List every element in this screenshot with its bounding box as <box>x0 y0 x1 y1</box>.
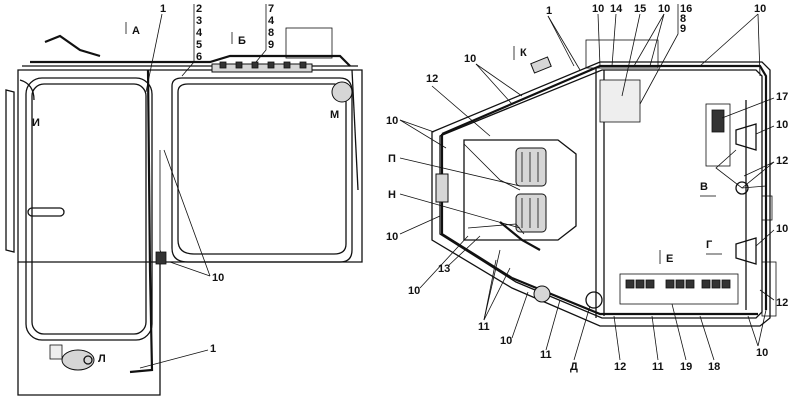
label-view-m: М <box>330 109 339 121</box>
callout-12-right: 12 <box>776 297 788 309</box>
label-view-e: Е <box>666 253 673 265</box>
callout-3-stack: 3 <box>196 15 202 27</box>
callout-10-f: 10 <box>776 119 788 131</box>
label-view-g: Г <box>706 239 713 251</box>
callout-10-g: 10 <box>386 231 398 243</box>
callout-1-top-left: 1 <box>160 3 166 15</box>
callout-10-h: 10 <box>776 223 788 235</box>
callout-10-j: 10 <box>500 335 512 347</box>
label-view-l: Л <box>98 353 106 365</box>
label-view-d: Д <box>570 361 578 373</box>
callout-13: 13 <box>438 263 450 275</box>
callout-10-a: 10 <box>592 3 604 15</box>
callout-6-stack: 6 <box>196 51 202 63</box>
callout-5-stack: 5 <box>196 39 202 51</box>
callout-10-c: 10 <box>754 3 766 15</box>
callout-10-d: 10 <box>464 53 476 65</box>
callout-18: 18 <box>708 361 720 373</box>
callout-11-a: 11 <box>478 321 490 333</box>
callout-10-b: 10 <box>658 3 670 15</box>
label-view-n: Н <box>388 189 396 201</box>
label-view-p: П <box>388 153 396 165</box>
left-cab-view <box>5 27 363 396</box>
callout-12-bottom: 12 <box>614 361 626 373</box>
label-view-k: К <box>520 47 527 59</box>
right-cab-view <box>431 39 777 327</box>
callout-14: 14 <box>610 3 623 15</box>
label-view-i: И <box>32 117 40 129</box>
label-view-b: Б <box>238 35 246 47</box>
callout-11-b: 11 <box>540 349 552 361</box>
callout-7-stack: 7 <box>268 3 274 15</box>
callout-10-e: 10 <box>386 115 398 127</box>
label-view-a: А <box>132 25 140 37</box>
callout-17: 17 <box>776 91 788 103</box>
label-view-v: В <box>700 181 708 193</box>
callout-12-top: 12 <box>426 73 438 85</box>
right-view-labels: К П Н В Г Е Д 1 10 14 15 10 16 8 9 10 12 <box>386 3 788 373</box>
callout-8-stack: 8 <box>268 27 274 39</box>
callout-15: 15 <box>634 3 646 15</box>
callout-1-right: 1 <box>546 5 552 17</box>
callout-9-right: 9 <box>680 23 686 35</box>
callout-10-k: 10 <box>756 347 768 359</box>
left-view-labels: А Б И М Л 1 2 3 4 5 6 7 4 8 9 10 1 <box>32 3 339 369</box>
callout-4-stack: 4 <box>196 27 203 39</box>
callout-16-stack: 16 <box>680 3 692 15</box>
callout-10-i: 10 <box>408 285 420 297</box>
callout-11-c: 11 <box>652 361 664 373</box>
callout-1-bottom-left: 1 <box>210 343 216 355</box>
callout-4b-stack: 4 <box>268 15 275 27</box>
callout-2-stack: 2 <box>196 3 202 15</box>
callout-10-left-bottom: 10 <box>212 272 224 284</box>
callout-19: 19 <box>680 361 692 373</box>
callout-12-mid: 12 <box>776 155 788 167</box>
callout-9-stack: 9 <box>268 39 274 51</box>
callout-8-right: 8 <box>680 13 686 25</box>
